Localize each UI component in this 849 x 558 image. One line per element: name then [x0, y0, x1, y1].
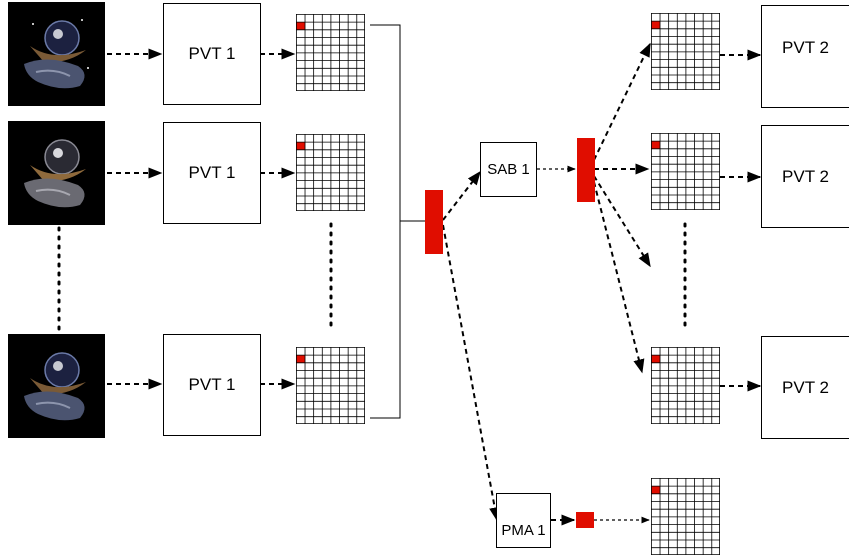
highlighted-token-cell — [296, 22, 306, 30]
pvt2-label: PVT 2 — [782, 377, 829, 397]
highlighted-token-cell — [651, 21, 661, 29]
pvt1-label: PVT 1 — [188, 44, 236, 63]
feature-grid-left-2 — [296, 134, 365, 211]
pvt1-block-3: PVT 1 — [163, 334, 261, 436]
feature-grid-lines — [296, 14, 365, 91]
feature-grid-lines — [296, 347, 365, 424]
pvt1-block-1: PVT 1 — [163, 3, 261, 105]
feature-grid-lines — [296, 134, 365, 211]
arrow-token-to-grid-bottom — [593, 181, 645, 374]
highlighted-token-cell — [296, 355, 306, 363]
feature-grid-lines — [651, 13, 720, 90]
astronaut-whale-image — [8, 334, 105, 438]
feature-grid-left-3 — [296, 347, 365, 424]
feature-grid-right-3 — [651, 347, 720, 424]
pvt2-block-1: PVT 2 — [761, 5, 849, 108]
astronaut-whale-image — [8, 2, 105, 106]
pvt2-label: PVT 2 — [782, 38, 829, 57]
feature-grid-right-2 — [651, 133, 720, 210]
sab-label: SAB 1 — [487, 161, 530, 178]
pvt1-label: PVT 1 — [188, 375, 236, 394]
pvt1-label: PVT 1 — [188, 163, 236, 182]
pvt2-block-3: PVT 2 — [761, 336, 849, 439]
feature-grid-pma — [651, 478, 720, 555]
feature-grid-right-1 — [651, 13, 720, 90]
highlighted-token-cell — [651, 355, 661, 363]
arrow-token-to-dots — [593, 175, 651, 268]
pvt1-block-2: PVT 1 — [163, 122, 261, 224]
pma-output-token — [576, 512, 594, 528]
pma-block: PMA 1 — [496, 493, 551, 548]
feature-grid-lines — [651, 347, 720, 424]
highlighted-token-cell — [651, 141, 661, 149]
pma-label: PMA 1 — [501, 522, 546, 539]
feature-grid-lines — [651, 478, 720, 555]
arrow-token-to-grid-top — [593, 42, 651, 161]
concat-bracket — [370, 24, 426, 419]
feature-grid-lines — [651, 133, 720, 210]
feature-grid-left-1 — [296, 14, 365, 91]
pvt2-label: PVT 2 — [782, 166, 829, 186]
sab-block: SAB 1 — [480, 142, 537, 197]
highlighted-token-cell — [296, 142, 306, 150]
arrow-concat-to-sab — [442, 170, 481, 221]
astronaut-whale-image — [8, 121, 105, 225]
input-image-1 — [8, 2, 105, 106]
input-image-2 — [8, 121, 105, 225]
input-image-3 — [8, 334, 105, 438]
concat-token — [425, 190, 443, 254]
sab-output-token — [577, 138, 595, 202]
arrow-concat-to-pma — [442, 224, 501, 522]
pvt2-block-2: PVT 2 — [761, 125, 849, 228]
highlighted-token-cell — [651, 486, 661, 494]
